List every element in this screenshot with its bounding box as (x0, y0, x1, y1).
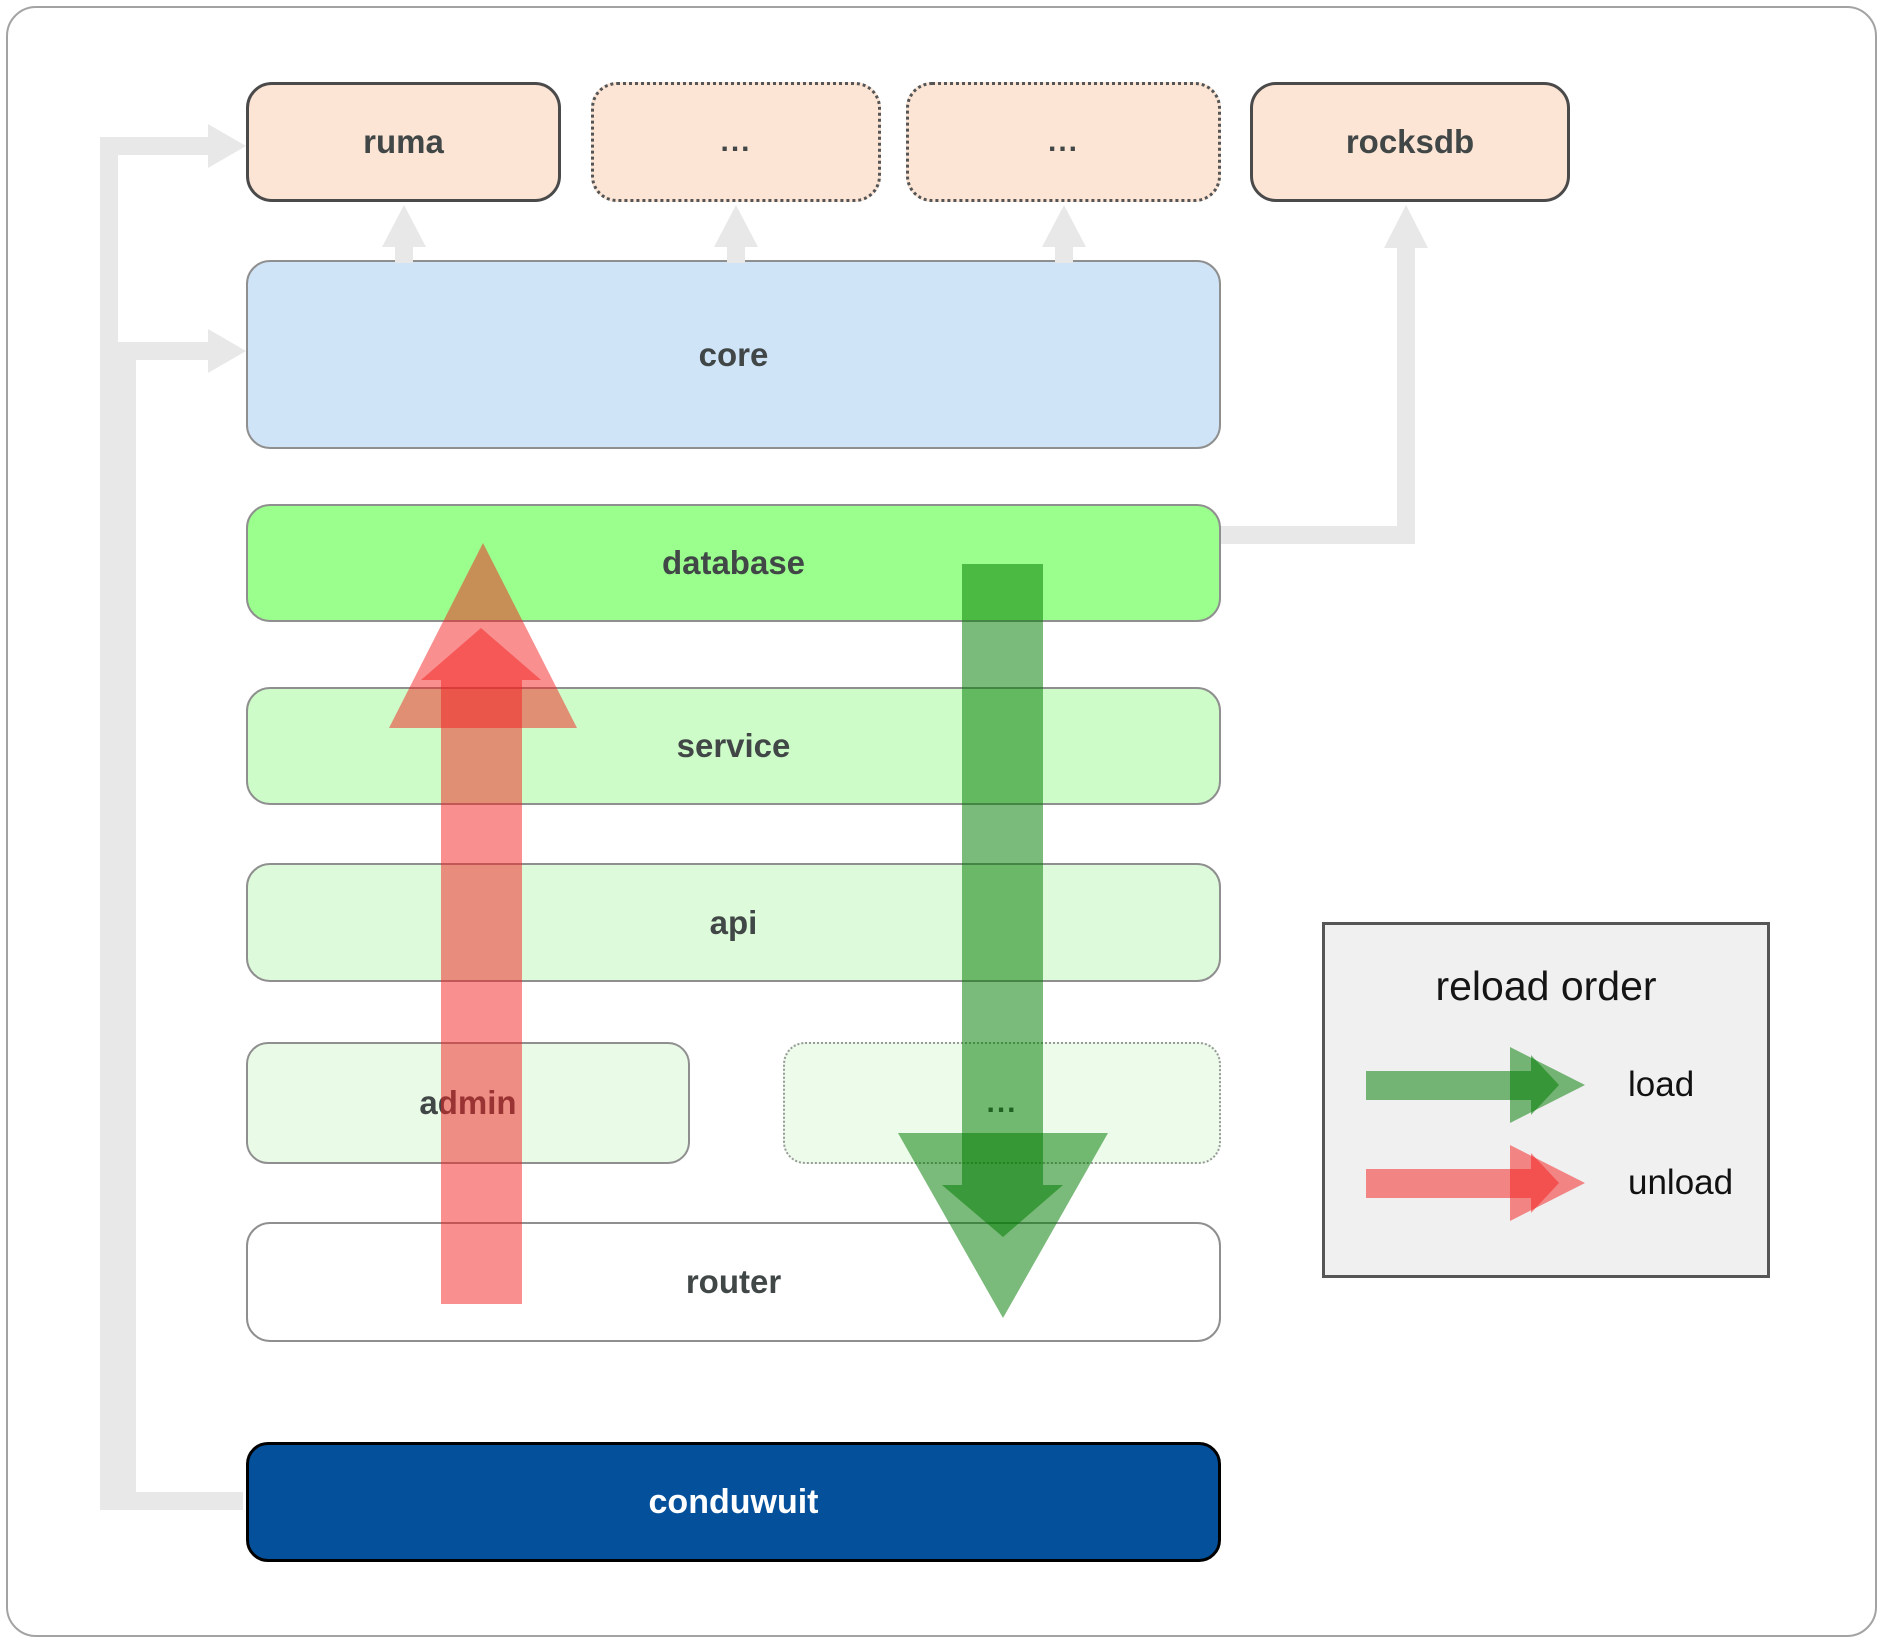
box-router: router (246, 1222, 1221, 1342)
box-ruma-label: ruma (363, 123, 444, 160)
box-admin: admin (246, 1042, 690, 1164)
legend-arrows (1366, 1047, 1585, 1221)
box-ellipsis-2: ... (906, 82, 1221, 202)
box-rocksdb-label: rocksdb (1345, 123, 1475, 160)
box-admin-ellipsis-label: ... (986, 1086, 1018, 1119)
box-database: database (246, 504, 1221, 622)
outer-border (6, 6, 1877, 1637)
box-admin-label: admin (419, 1084, 517, 1121)
legend-load-label: load (1628, 1065, 1695, 1104)
box-core-label: core (698, 335, 769, 373)
legend-title: reload order (1435, 963, 1657, 1009)
box-core: core (246, 260, 1221, 449)
legend-load-arrow-icon (1366, 1047, 1585, 1123)
box-ruma: ruma (246, 82, 561, 202)
box-api-label: api (709, 903, 758, 941)
box-database-label: database (661, 544, 806, 581)
box-ellipsis-1: ... (591, 82, 881, 202)
box-ellipsis-1-label: ... (720, 125, 752, 158)
legend-unload-arrow-icon (1366, 1145, 1585, 1221)
legend-panel: reload order load unload (1322, 922, 1770, 1278)
legend-unload-label: unload (1628, 1163, 1734, 1202)
box-rocksdb: rocksdb (1250, 82, 1570, 202)
box-api: api (246, 863, 1221, 982)
box-service-label: service (676, 727, 791, 764)
box-admin-ellipsis: ... (783, 1042, 1221, 1164)
box-conduwuit-label: conduwuit (648, 1482, 819, 1521)
box-ellipsis-2-label: ... (1047, 125, 1079, 158)
box-conduwuit: conduwuit (246, 1442, 1221, 1562)
box-router-label: router (685, 1263, 782, 1300)
box-service: service (246, 687, 1221, 805)
